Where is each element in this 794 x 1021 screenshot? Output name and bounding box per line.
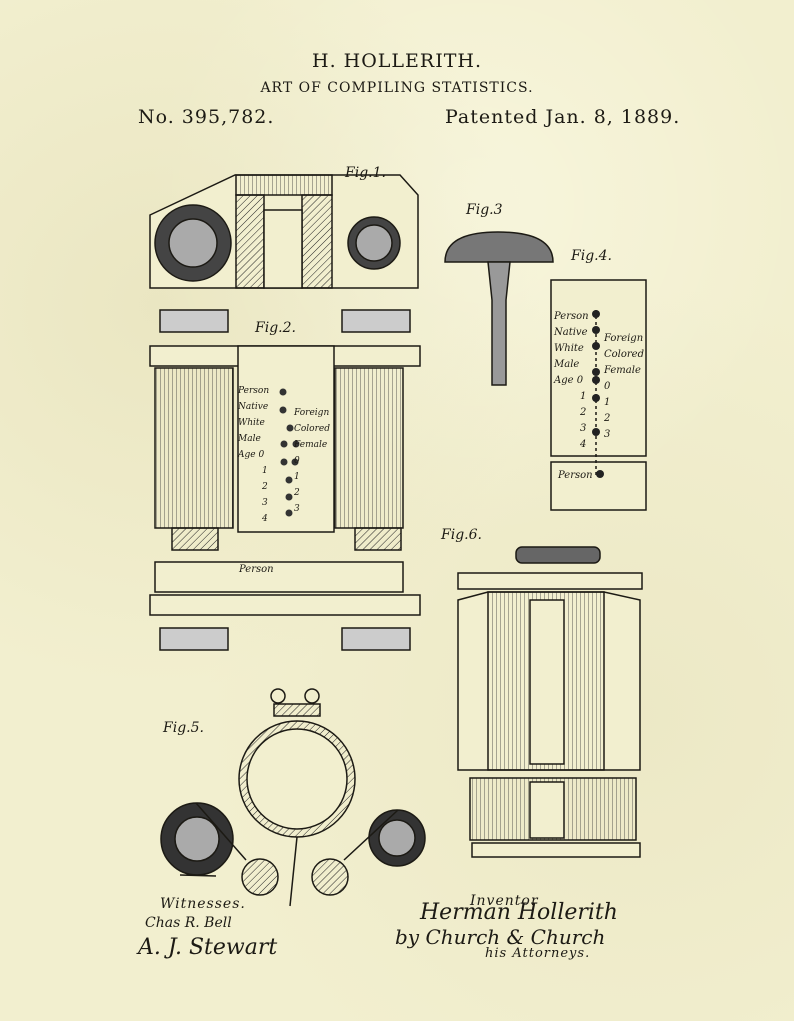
punch-hole <box>592 368 600 376</box>
inventor-signature: Herman Hollerith <box>420 900 618 925</box>
inventor-name: H. HOLLERITH. <box>312 50 482 72</box>
punch-hole <box>291 458 299 466</box>
figure-2-holes <box>279 388 300 517</box>
punch-hole <box>285 509 293 517</box>
fig4-label: Fig.4. <box>571 248 612 264</box>
figure-3 <box>444 231 554 386</box>
fig4-left-label: Male <box>554 359 580 370</box>
attorneys-label: his Attorneys. <box>485 946 591 961</box>
fig4-left-label: 4 <box>580 439 587 450</box>
fig2-left-label: White <box>238 418 265 428</box>
fig4-left-label: 2 <box>580 407 587 418</box>
fig3-label: Fig.3 <box>466 202 503 218</box>
fig2-left-label: 1 <box>262 466 268 476</box>
punch-hole <box>285 476 293 484</box>
fig4-right-label: 0 <box>604 381 611 392</box>
figure-2 <box>149 309 421 651</box>
figure-1 <box>149 174 419 289</box>
punch-hole <box>292 440 300 448</box>
punch-hole <box>592 428 600 436</box>
punch-hole <box>280 440 288 448</box>
fig2-left-label: 3 <box>262 498 268 508</box>
patent-number: No. 395,782. <box>138 106 275 128</box>
fig4-left-label: 1 <box>580 391 587 402</box>
fig2-right-labels: Foreign Colored Female 0 1 2 3 <box>294 405 330 517</box>
fig2-label: Fig.2. <box>255 320 296 336</box>
fig2-right-label: 3 <box>294 504 300 514</box>
punch-hole <box>286 424 294 432</box>
fig2-left-label: Native <box>238 402 269 412</box>
attorneys-signature: by Church & Church <box>395 925 606 949</box>
fig4-left-label: Person <box>554 311 589 322</box>
inventor-label: Inventor <box>470 893 539 909</box>
figure-5 <box>160 688 426 907</box>
figure-6 <box>457 546 643 858</box>
fig2-left-label: Person <box>238 386 270 396</box>
fig4-right-labels: Foreign Colored Female 0 1 2 3 <box>604 331 644 443</box>
fig2-right-label: Foreign <box>294 408 330 418</box>
punch-hole <box>592 310 600 318</box>
figure-4 <box>550 279 647 511</box>
punch-hole <box>280 458 288 466</box>
fig4-right-label: Foreign <box>604 333 644 344</box>
punch-hole <box>592 326 600 334</box>
witness-1-signature: Chas R. Bell <box>145 915 232 931</box>
fig4-left-labels: Person Native White Male Age 0 1 2 3 4 <box>554 309 589 453</box>
fig2-right-label: Colored <box>294 424 330 434</box>
punch-hole <box>279 406 287 414</box>
fig2-left-label: Age 0 <box>238 450 265 460</box>
fig4-right-label: 1 <box>604 397 611 408</box>
witnesses-label: Witnesses. <box>160 896 246 912</box>
fig4-right-label: Colored <box>604 349 644 360</box>
patent-title: ART OF COMPILING STATISTICS. <box>260 80 534 96</box>
fig4-right-label: 2 <box>604 413 611 424</box>
fig2-left-label: 4 <box>262 514 268 524</box>
fig4-left-label: Age 0 <box>554 375 584 386</box>
fig2-right-label: 2 <box>294 488 300 498</box>
fig2-right-label: Female <box>294 440 328 450</box>
fig4-left-label: Native <box>554 327 588 338</box>
fig5-label: Fig.5. <box>163 720 204 736</box>
punch-hole <box>592 394 600 402</box>
punch-hole <box>592 342 600 350</box>
punch-hole <box>279 388 287 396</box>
fig6-label: Fig.6. <box>441 527 482 543</box>
patent-date: Patented Jan. 8, 1889. <box>445 106 681 128</box>
witness-2-signature: A. J. Stewart <box>138 935 278 960</box>
fig4-right-label: Female <box>604 365 641 376</box>
fig2-left-label: 2 <box>262 482 268 492</box>
fig2-left-labels: Person Native White Male Age 0 1 2 3 4 <box>238 383 269 527</box>
fig1-label: Fig.1. <box>345 165 386 181</box>
fig2-left-label: Male <box>238 434 261 444</box>
punch-hole <box>285 493 293 501</box>
fig4-bottom-label: Person <box>558 470 593 481</box>
figure-4-holes <box>592 310 604 478</box>
fig4-left-label: White <box>554 343 584 354</box>
fig2-right-label: 1 <box>294 472 300 482</box>
fig2-bottom-label: Person <box>239 564 274 575</box>
fig2-right-label: 0 <box>294 456 300 466</box>
fig4-left-label: 3 <box>580 423 587 434</box>
fig4-right-label: 3 <box>604 429 611 440</box>
punch-hole <box>596 470 604 478</box>
punch-hole <box>592 376 600 384</box>
